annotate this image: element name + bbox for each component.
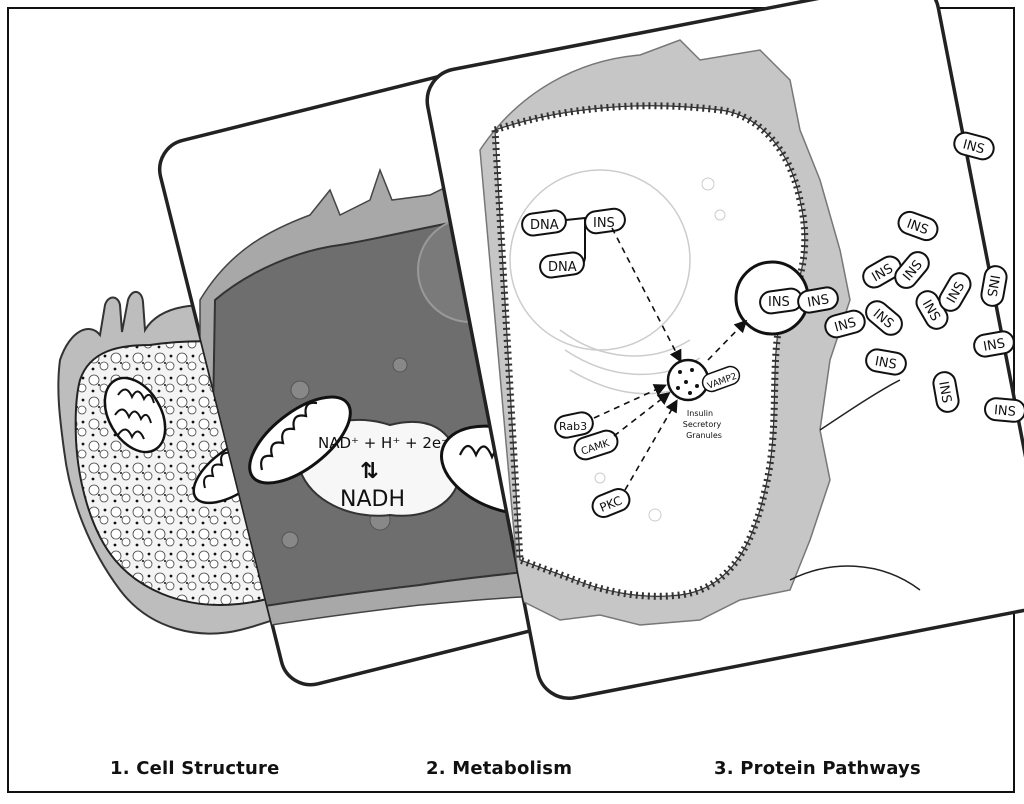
reaction-product: NADH — [340, 487, 405, 512]
ins-molecule: INS — [984, 397, 1024, 423]
ins-molecule: INS — [953, 131, 995, 161]
ins-molecule: INS — [824, 309, 866, 339]
ins-molecule-label: INS — [982, 336, 1006, 355]
reaction-reactants: NAD⁺ + H⁺ + 2e⁻ — [318, 434, 449, 452]
insulin-granule — [666, 358, 710, 402]
svg-text:Rab3: Rab3 — [559, 420, 587, 433]
granule-label-3: Granules — [686, 431, 722, 440]
ins-molecule-label: INS — [961, 137, 986, 157]
mitochondrion-1 — [103, 376, 167, 454]
ins-molecule-label: INS — [833, 315, 858, 335]
ins-molecule-label: INS — [905, 217, 931, 239]
svg-text:INS: INS — [593, 216, 615, 231]
rab3-box: Rab3 — [554, 411, 594, 439]
caption-metabolism: 2. Metabolism — [426, 758, 573, 779]
ins-molecule: INS — [897, 210, 939, 242]
arrow-rab3 — [593, 384, 667, 419]
caption-cell-structure: 1. Cell Structure — [110, 758, 280, 779]
ins-molecule-label: INS — [993, 403, 1016, 420]
granule-label-1: Insulin — [687, 409, 713, 418]
arrow-granule-to-membrane — [707, 319, 748, 361]
ins-molecule: INS — [862, 255, 902, 289]
arrow-camk — [613, 392, 671, 437]
ins-gene-box: INS — [584, 207, 626, 235]
arrow-pkc — [624, 399, 678, 491]
ins-molecule: INS — [865, 348, 907, 376]
ins-molecule: INS — [797, 286, 839, 314]
ins-molecule: INS — [932, 371, 960, 413]
ins-molecule-label: INS — [983, 274, 1002, 298]
protein-pathways-panel: DNA DNA INS VAMP2 Insulin Secr — [425, 0, 1024, 700]
ins-molecule-label: INS — [935, 380, 954, 404]
svg-text:DNA: DNA — [548, 260, 577, 275]
dna-box-2: DNA — [539, 251, 585, 279]
pkc-box: PKC — [591, 488, 631, 518]
vamp2-tag: VAMP2 — [701, 365, 741, 393]
ins-molecule: INS — [938, 272, 972, 312]
ins-molecule: INS — [973, 330, 1015, 358]
ins-molecule: INS — [915, 290, 949, 330]
plasma-membrane — [491, 102, 809, 600]
svg-text:INS: INS — [768, 295, 790, 310]
granule-label-2: Secretory — [683, 420, 722, 429]
ins-in-vesicle: INS — [759, 287, 803, 315]
ins-molecule-label: INS — [874, 354, 898, 373]
arrow-ins-to-granule — [611, 227, 682, 363]
camk-box: CAMK — [573, 429, 619, 461]
svg-text:DNA: DNA — [530, 218, 559, 233]
ins-molecule-label: INS — [806, 292, 830, 311]
reaction-arrows: ⇅ — [360, 459, 378, 484]
dna-bracket — [565, 216, 586, 263]
mitochondrion-left — [248, 395, 352, 485]
caption-protein-pathways: 3. Protein Pathways — [714, 758, 921, 779]
dna-box-1: DNA — [521, 209, 567, 237]
ins-molecule: INS — [980, 265, 1008, 307]
